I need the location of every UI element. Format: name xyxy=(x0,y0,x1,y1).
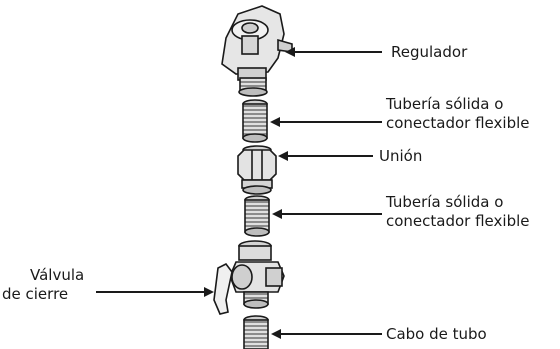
regulator-illustration xyxy=(221,5,293,97)
label-valvula: Válvula de cierre xyxy=(2,266,84,304)
label-cabo-text: Cabo de tubo xyxy=(386,325,487,343)
label-tuberia-2-line1: Tubería sólida o xyxy=(386,193,504,211)
label-union-text: Unión xyxy=(379,147,423,165)
pipe-stub xyxy=(243,315,269,349)
label-tuberia-1-line1: Tubería sólida o xyxy=(386,95,504,113)
leader-arrows xyxy=(96,47,382,339)
pipe-segment-2 xyxy=(244,195,270,237)
label-valvula-line2: de cierre xyxy=(2,285,69,303)
pipe-segment-1 xyxy=(242,99,268,143)
union-fitting xyxy=(237,145,277,195)
label-tuberia-1: Tubería sólida o conectador flexible xyxy=(386,95,530,133)
label-tuberia-2: Tubería sólida o conectador flexible xyxy=(386,193,530,231)
label-cabo: Cabo de tubo xyxy=(386,325,487,344)
label-tuberia-1-line2: conectador flexible xyxy=(386,114,530,132)
label-tuberia-2-line2: conectador flexible xyxy=(386,212,530,230)
label-regulador: Regulador xyxy=(391,43,467,62)
label-valvula-line1: Válvula xyxy=(30,266,85,284)
label-union: Unión xyxy=(379,147,422,166)
label-regulador-text: Regulador xyxy=(391,43,468,61)
shutoff-valve-illustration xyxy=(213,240,285,315)
